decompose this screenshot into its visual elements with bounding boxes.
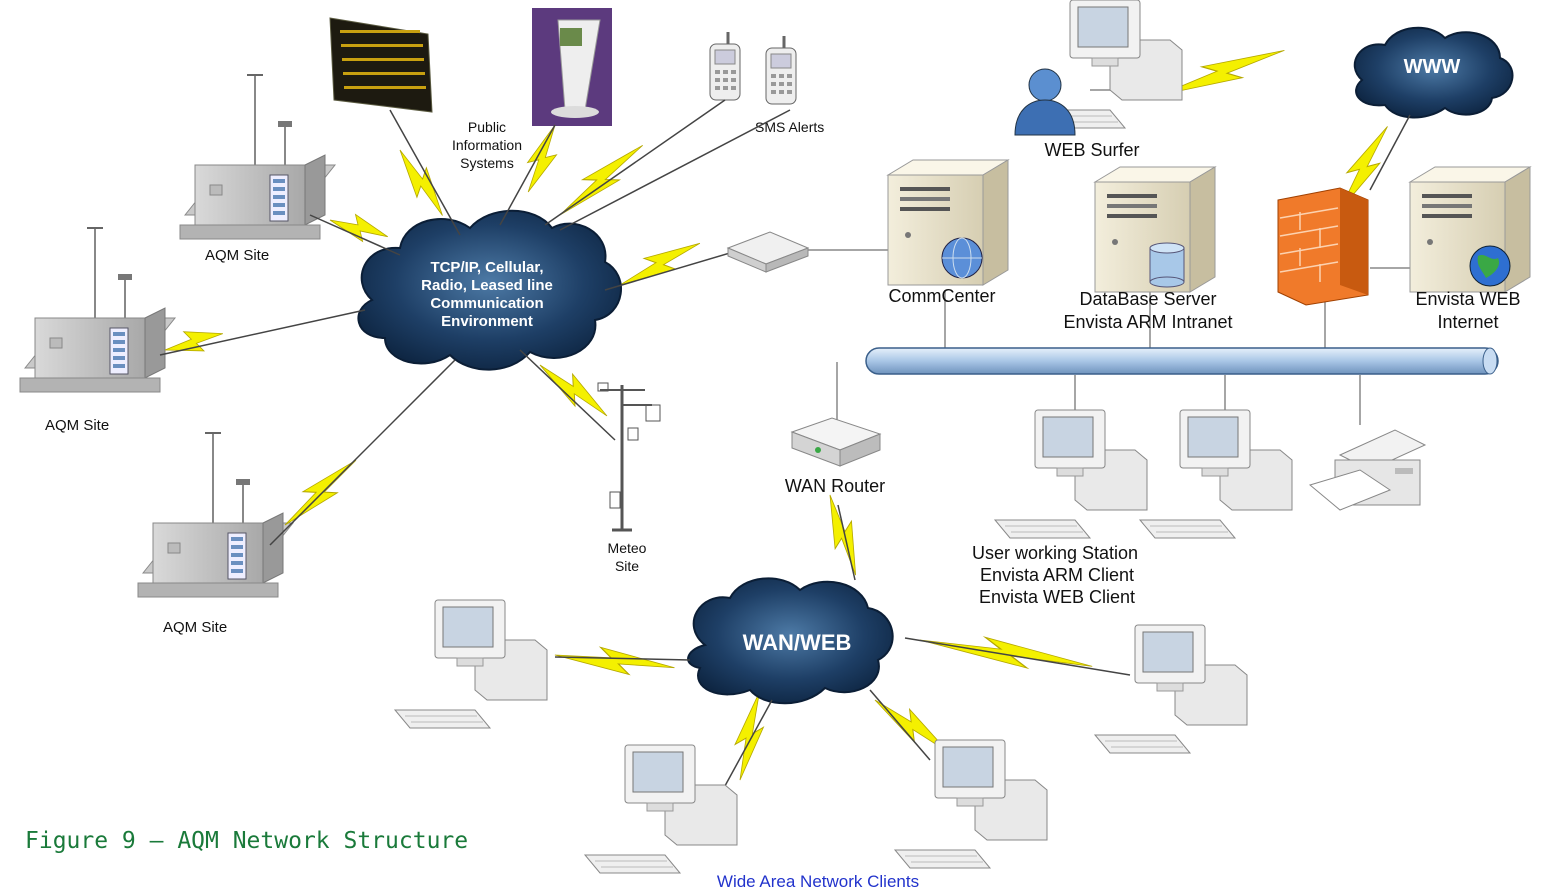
user-workstation-label: Envista WEB Client: [979, 587, 1135, 607]
wan-client-computer-icon: [894, 739, 1048, 869]
database-label: DataBase Server: [1079, 289, 1216, 309]
aqm-site-label: AQM Site: [45, 417, 109, 434]
wan-client-computer-icon: [1094, 624, 1248, 754]
aqm-links: [159, 99, 791, 546]
aqm-shelter-icon: [137, 432, 294, 598]
meteo-label: Site: [615, 558, 639, 574]
www-cloud: WWW: [1353, 26, 1514, 119]
public-info-label: Public: [468, 119, 506, 135]
firewall-icon: [1277, 187, 1369, 306]
billboard-icon: [329, 17, 433, 113]
modem-icon: [726, 231, 810, 273]
cloud-text: TCP/IP, Cellular,: [430, 259, 543, 276]
cloud-text: Radio, Leased line: [421, 277, 553, 294]
aqm-site-label: AQM Site: [205, 247, 269, 264]
cloud-text: Communication: [430, 295, 543, 312]
globe-icon: [1469, 245, 1511, 287]
wan-clients-label: Wide Area Network Clients: [717, 872, 919, 891]
comm-environment-cloud: TCP/IP, Cellular, Radio, Leased line Com…: [357, 209, 622, 371]
cloud-text: WAN/WEB: [743, 630, 852, 655]
wan-router-label: WAN Router: [785, 476, 885, 496]
lan-backbone: [865, 347, 1499, 375]
meteo-mast-icon: [597, 382, 661, 532]
workstation-computer-icon: [1139, 409, 1293, 539]
envista-web-label: Envista WEB: [1415, 289, 1520, 309]
user-workstation-label: Envista ARM Client: [980, 565, 1134, 585]
database-icon: [1149, 242, 1185, 288]
sms-alerts-label: SMS Alerts: [755, 119, 824, 135]
aqm-shelter-icon: [179, 74, 336, 240]
envista-web-server-icon: [1409, 166, 1531, 293]
envista-web-label: Internet: [1437, 312, 1498, 332]
public-info-label: Information: [452, 137, 522, 153]
kiosk-icon: [532, 8, 612, 126]
printer-icon: [1308, 429, 1427, 511]
phone-icon: [764, 34, 798, 106]
wan-client-computer-icon: [584, 744, 738, 874]
phone-icon: [708, 30, 742, 102]
user-workstation-label: User working Station: [972, 543, 1138, 563]
user-icon: [1014, 68, 1076, 136]
cloud-text: Environment: [441, 313, 533, 330]
public-info-label: Systems: [460, 155, 514, 171]
meteo-label: Meteo: [608, 540, 647, 556]
aqm-shelter-icon: [19, 227, 176, 393]
web-surfer-label: WEB Surfer: [1044, 140, 1139, 160]
figure-caption: Figure 9 – AQM Network Structure: [25, 828, 468, 854]
router-icon: [790, 417, 882, 467]
wan-web-cloud: WAN/WEB: [687, 577, 894, 705]
comm-center-label: CommCenter: [888, 286, 995, 306]
globe-icon: [941, 237, 983, 279]
workstation-computer-icon: [994, 409, 1148, 539]
wan-links: [554, 504, 1131, 796]
wan-client-computer-icon: [394, 599, 548, 729]
cloud-text: WWW: [1404, 56, 1461, 78]
aqm-site-label: AQM Site: [163, 619, 227, 636]
database-label: Envista ARM Intranet: [1063, 312, 1232, 332]
